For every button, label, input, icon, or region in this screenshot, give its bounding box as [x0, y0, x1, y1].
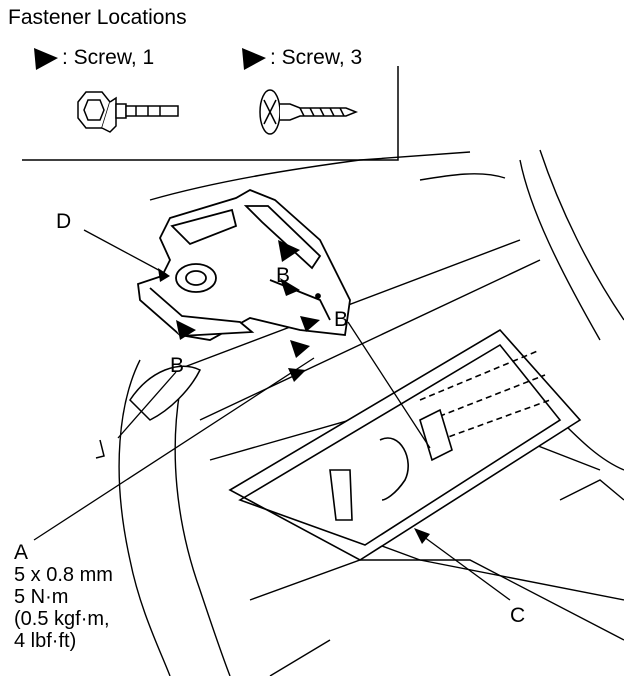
legend-marker-screw-3	[242, 48, 266, 70]
callout-a: A	[14, 541, 29, 564]
leader-a	[33, 357, 315, 541]
screw-marker-left	[176, 320, 196, 340]
leader-d-arrowhead	[158, 268, 170, 282]
screw-markers	[176, 240, 320, 382]
dashboard-panel	[118, 149, 624, 676]
screw-marker-b-top	[280, 278, 300, 296]
leader-c-arrowhead	[414, 528, 430, 544]
leader-d	[83, 229, 167, 275]
leader-lines	[33, 229, 511, 601]
screw-marker-b-right	[300, 316, 320, 332]
screw-marker-d-top	[278, 240, 300, 262]
callout-b-top: B	[276, 264, 291, 287]
spec-torque-nm: 5 N·m	[14, 586, 69, 608]
flange-bolt-icon	[77, 91, 179, 133]
screw-marker-a	[290, 340, 310, 358]
leader-b-left	[117, 371, 177, 439]
side-bracket	[95, 365, 202, 459]
callout-c: C	[510, 604, 526, 627]
tapping-screw-icon	[259, 89, 359, 135]
spec-size: 5 x 0.8 mm	[14, 564, 113, 586]
legend-box	[22, 66, 399, 161]
callout-b-right: B	[334, 308, 349, 331]
legend-item-screw-1-label: : Screw, 1	[62, 46, 155, 69]
spec-block: A 5 x 0.8 mm 5 N·m (0.5 kgf·m, 4 lbf·ft)	[14, 541, 113, 653]
legend-item-screw-3-label: : Screw, 3	[270, 46, 363, 69]
callout-b-left: B	[170, 354, 185, 377]
legend-marker-screw-1	[34, 48, 58, 70]
spec-torque-kgfm: (0.5 kgf·m,	[14, 608, 110, 630]
legend-title: Fastener Locations	[8, 6, 187, 29]
leader-b-right	[347, 321, 431, 449]
callout-d: D	[56, 210, 72, 233]
spec-torque-lbfft: 4 lbf·ft)	[14, 630, 77, 652]
screw-marker-a-lower	[288, 368, 306, 382]
glove-box-opening	[228, 328, 582, 561]
leader-c	[419, 533, 511, 601]
bracket-d	[137, 189, 351, 341]
